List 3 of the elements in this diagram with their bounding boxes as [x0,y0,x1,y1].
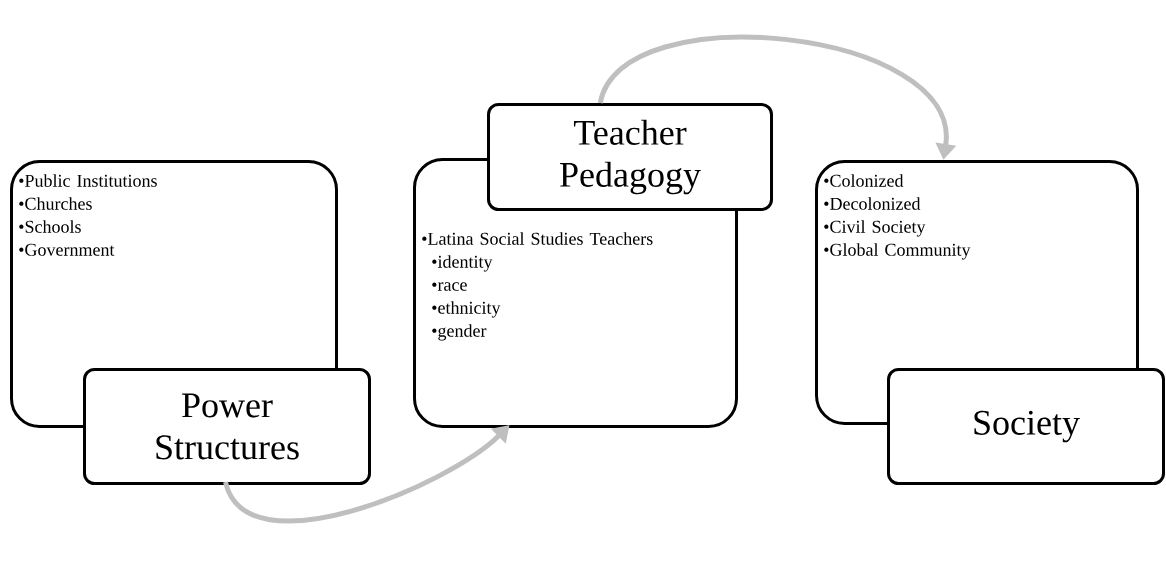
title-box: Power Structures [83,368,371,485]
title-box: Teacher Pedagogy [487,103,773,211]
title-box: Society [887,368,1165,485]
